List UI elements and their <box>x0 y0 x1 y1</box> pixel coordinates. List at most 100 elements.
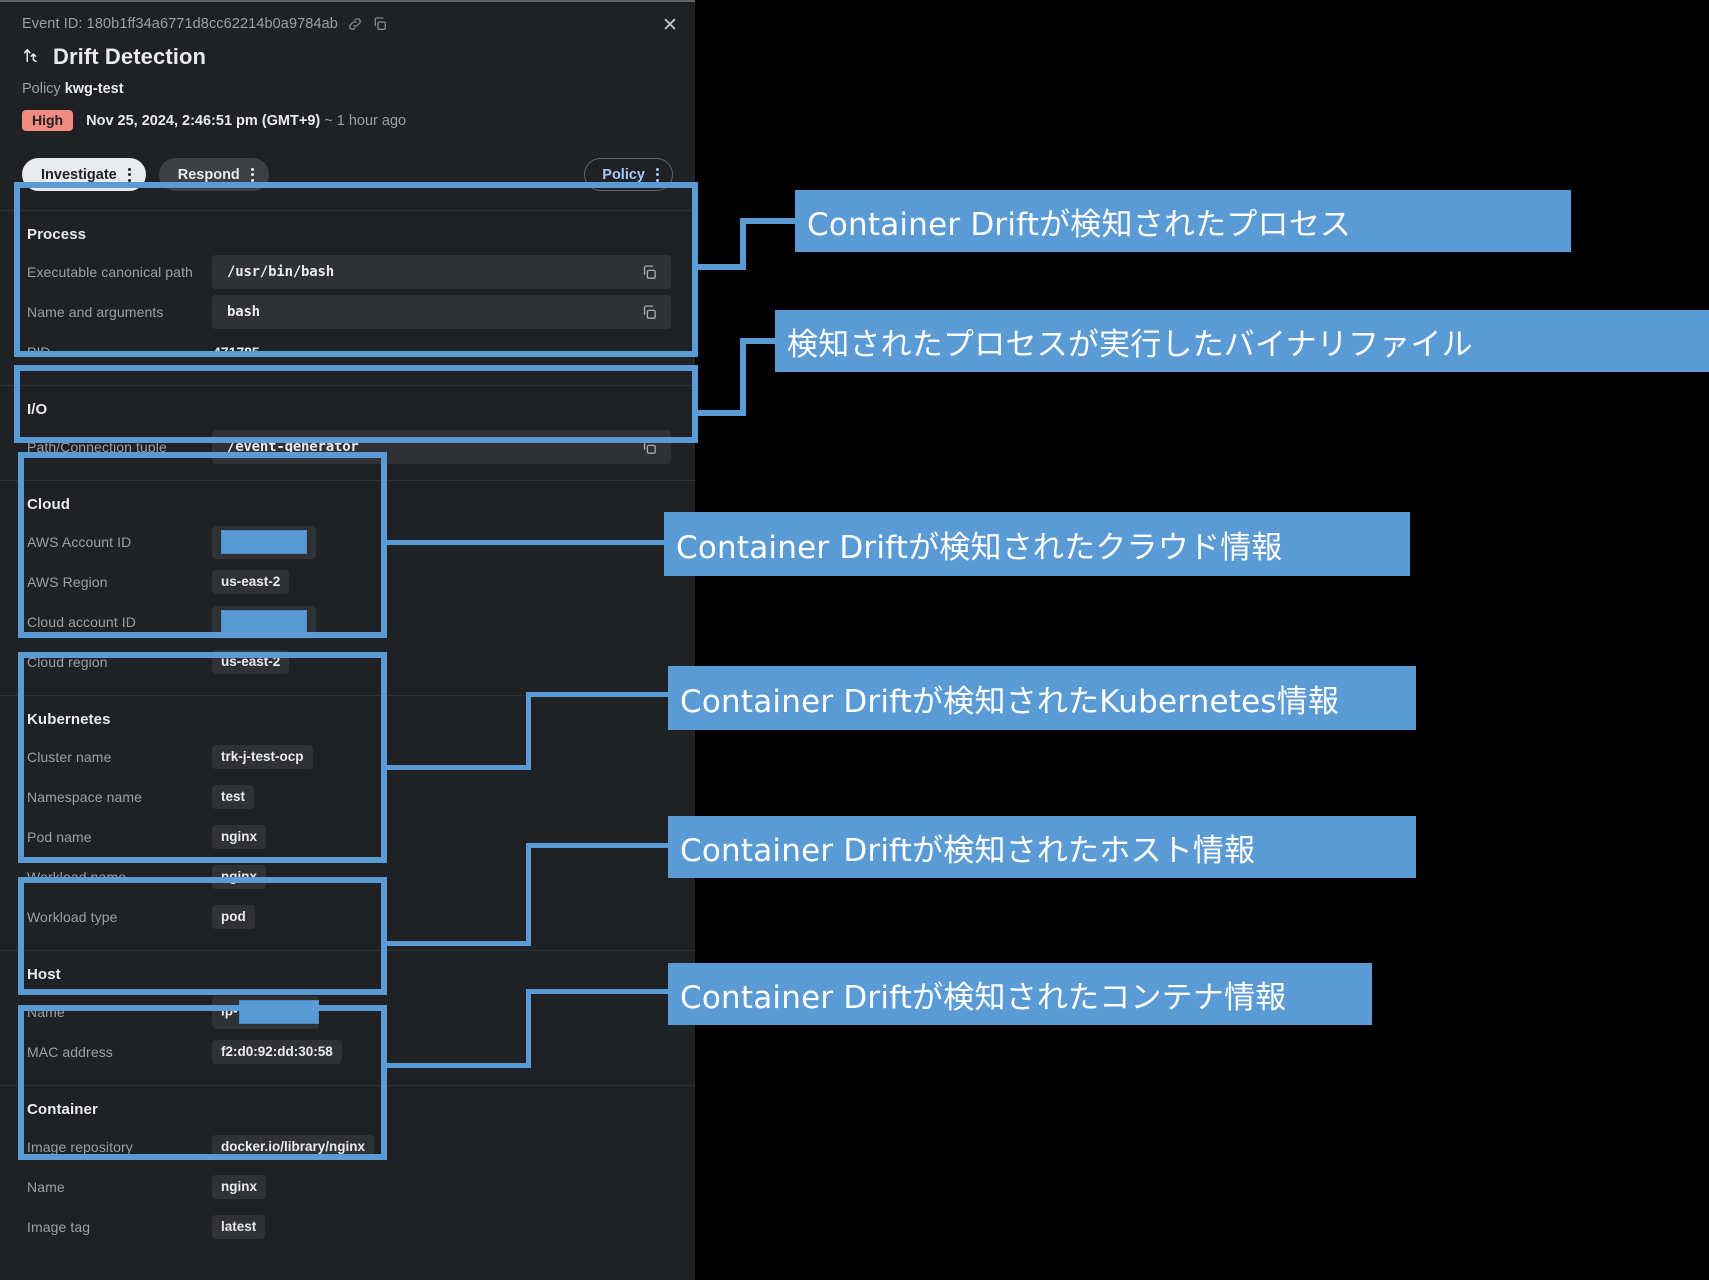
event-id-row: Event ID: 180b1ff34a6771d8cc62214b0a9784… <box>22 2 673 32</box>
respond-button-label: Respond <box>177 166 240 183</box>
field-label: AWS Region <box>27 574 108 590</box>
field-executable-canonical-path: Executable canonical path /usr/bin/bash <box>27 255 673 289</box>
redaction-box <box>221 609 307 634</box>
field-value: docker.io/library/nginx <box>212 1135 375 1159</box>
section-io: I/O Path/Connection tuple /event-generat… <box>0 385 695 480</box>
policy-button-label: Policy <box>602 166 645 183</box>
event-detail-panel: Event ID: 180b1ff34a6771d8cc62214b0a9784… <box>0 0 695 1280</box>
field-label: Executable canonical path <box>27 264 193 280</box>
field-value: /usr/bin/bash <box>227 264 334 280</box>
panel-header: Event ID: 180b1ff34a6771d8cc62214b0a9784… <box>0 2 695 191</box>
connector-kubernetes-h1 <box>383 765 531 770</box>
section-io-title: I/O <box>27 401 48 418</box>
field-mac-address: MAC address f2:d0:92:dd:30:58 <box>27 1035 673 1069</box>
copy-field[interactable]: /event-generator <box>212 430 671 464</box>
action-button-row: Investigate Respond Policy <box>22 158 673 191</box>
title-row: Drift Detection <box>22 44 673 70</box>
field-host-name: Name ip- <box>27 995 673 1029</box>
connector-host-h2 <box>526 843 670 848</box>
field-cloud-account-id: Cloud account ID <box>27 605 673 639</box>
connector-io-h2 <box>740 338 778 344</box>
detail-sections: Process Executable canonical path /usr/b… <box>0 210 695 1260</box>
event-timestamp: Nov 25, 2024, 2:46:51 pm (GMT+9) ~ 1 hou… <box>86 113 406 129</box>
investigate-kebab-icon[interactable] <box>127 167 131 182</box>
field-value: nginx <box>212 865 266 889</box>
event-id-label: Event ID: 180b1ff34a6771d8cc62214b0a9784… <box>22 16 338 32</box>
annotation-host: Container Driftが検知されたホスト情報 <box>668 816 1416 878</box>
copy-icon[interactable] <box>641 439 658 456</box>
section-process: Process Executable canonical path /usr/b… <box>0 210 695 385</box>
field-label: MAC address <box>27 1044 113 1060</box>
respond-kebab-icon[interactable] <box>250 167 254 182</box>
section-cloud-title: Cloud <box>27 496 70 513</box>
section-kubernetes: Kubernetes Cluster name trk-j-test-ocp N… <box>0 695 695 950</box>
redaction-box <box>238 999 319 1024</box>
field-value: nginx <box>212 825 266 849</box>
policy-name: kwg-test <box>64 81 124 97</box>
respond-button[interactable]: Respond <box>158 158 269 191</box>
field-cloud-region: Cloud region us-east-2 <box>27 645 673 679</box>
field-name-and-arguments: Name and arguments bash <box>27 295 673 329</box>
connector-container-v <box>526 989 531 1068</box>
policy-button[interactable]: Policy <box>584 158 673 191</box>
annotation-process: Container Driftが検知されたプロセス <box>795 190 1571 252</box>
annotation-text: Container Driftが検知されたホスト情報 <box>680 832 1256 869</box>
field-label: PID <box>27 344 51 360</box>
field-value: nginx <box>212 1175 266 1199</box>
copy-field[interactable]: bash <box>212 295 671 329</box>
copy-icon[interactable] <box>641 264 658 281</box>
copy-field[interactable]: /usr/bin/bash <box>212 255 671 289</box>
field-value: latest <box>212 1215 266 1239</box>
annotation-text: 検知されたプロセスが実行したバイナリファイル <box>787 326 1473 363</box>
annotation-text: Container Driftが検知されたプロセス <box>807 206 1352 243</box>
field-value: us-east-2 <box>212 570 290 594</box>
section-kubernetes-title: Kubernetes <box>27 711 111 728</box>
field-path-connection-tuple: Path/Connection tuple /event-generator <box>27 430 673 464</box>
connector-process-h1 <box>698 264 746 270</box>
section-process-title: Process <box>27 226 87 243</box>
field-namespace-name: Namespace name test <box>27 780 673 814</box>
field-label: Name and arguments <box>27 304 164 320</box>
field-pod-name: Pod name nginx <box>27 820 673 854</box>
field-label: Cloud region <box>27 654 108 670</box>
field-value: f2:d0:92:dd:30:58 <box>212 1040 342 1064</box>
connector-io-h1 <box>698 410 746 416</box>
field-label: Image repository <box>27 1139 133 1155</box>
investigate-button[interactable]: Investigate <box>22 158 146 191</box>
field-value: /event-generator <box>227 439 359 455</box>
section-cloud: Cloud AWS Account ID AWS Region us-east-… <box>0 480 695 695</box>
field-value: bash <box>227 304 260 320</box>
timestamp-text: Nov 25, 2024, 2:46:51 pm (GMT+9) <box>86 112 321 129</box>
status-badge: High <box>22 110 74 131</box>
drift-arrow-icon <box>22 44 43 70</box>
section-container: Container Image repository docker.io/lib… <box>0 1085 695 1260</box>
copy-icon[interactable] <box>641 304 658 321</box>
annotation-cloud: Container Driftが検知されたクラウド情報 <box>664 512 1410 576</box>
field-value-redacted <box>212 605 316 639</box>
connector-cloud <box>383 540 665 545</box>
field-value-partial-redacted: ip- <box>212 995 319 1029</box>
field-value: pod <box>212 905 255 929</box>
time-ago-text: ~ 1 hour ago <box>324 112 407 129</box>
close-icon[interactable]: ✕ <box>662 15 678 36</box>
field-label: Name <box>27 1004 65 1020</box>
connector-container-h2 <box>526 989 670 994</box>
field-value: 471785 <box>213 344 260 360</box>
policy-kebab-icon[interactable] <box>656 167 659 182</box>
link-icon[interactable] <box>347 16 363 32</box>
field-value-redacted <box>212 525 316 559</box>
annotation-text: Container Driftが検知されたコンテナ情報 <box>680 979 1287 1016</box>
annotation-kubernetes: Container Driftが検知されたKubernetes情報 <box>668 666 1416 730</box>
section-host-title: Host <box>27 966 61 983</box>
copy-icon[interactable] <box>372 16 388 32</box>
field-label: Cluster name <box>27 749 112 765</box>
connector-io-v <box>740 338 746 416</box>
connector-host-v <box>526 843 531 946</box>
field-label: Workload type <box>27 909 118 925</box>
section-host: Host Name ip- MAC address f2:d0:92:dd:30… <box>0 950 695 1085</box>
annotation-text: Container Driftが検知されたKubernetes情報 <box>680 683 1340 720</box>
field-value: test <box>212 785 255 809</box>
field-label: AWS Account ID <box>27 534 132 550</box>
field-label: Workload name <box>27 869 127 885</box>
field-value: us-east-2 <box>212 650 290 674</box>
